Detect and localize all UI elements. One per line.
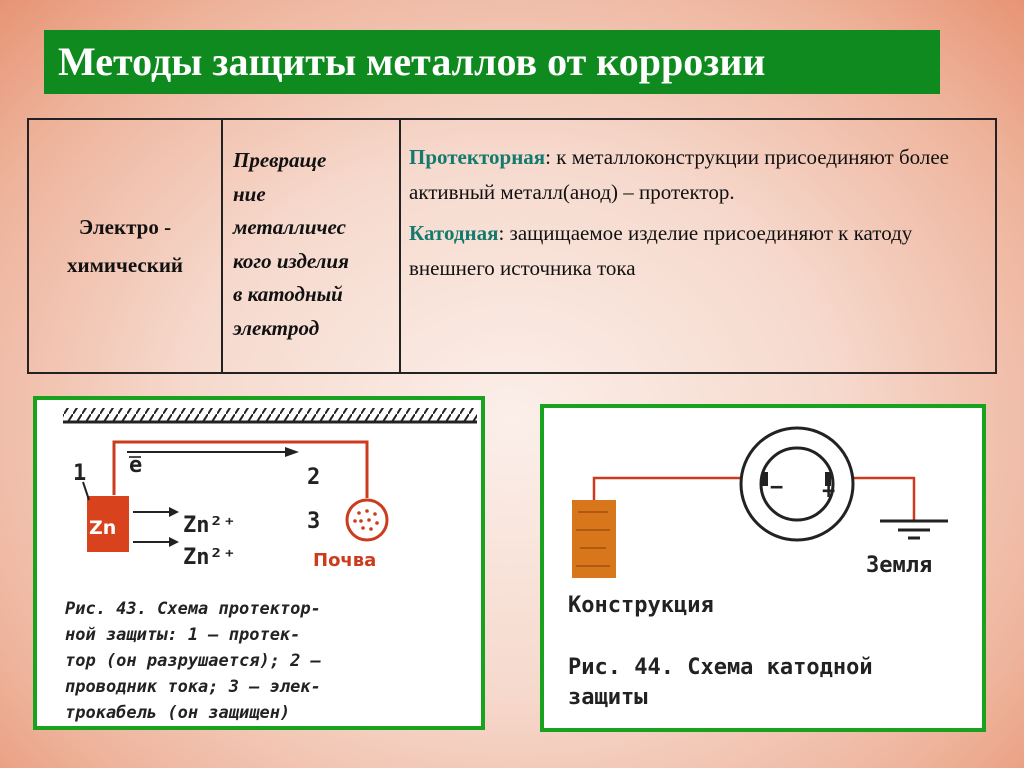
essence-line: металличес: [233, 215, 346, 239]
essence-line: в катодный: [233, 282, 343, 306]
essence-line: Превраще: [233, 148, 327, 172]
ion-arrow-head-2: [169, 537, 179, 547]
protector-description: Протекторная: к металлоконструкции присо…: [409, 140, 995, 210]
electron-arrow-head: [285, 447, 299, 457]
zn-protector-block: [87, 496, 129, 552]
wire-to-ground: [828, 476, 916, 520]
fig43-caption-line: Рис. 43. Схема протектор-: [65, 599, 321, 619]
methods-table: Электро - химический Превраще ние металл…: [27, 118, 997, 374]
figure-43-panel: e Zn 1 Zn²⁺ Zn²⁺ 2 3 Почва Рис. 43. Схем…: [33, 396, 485, 730]
label-3: 3: [307, 509, 320, 534]
label-2: 2: [307, 465, 320, 490]
protector-label: Протекторная: [409, 145, 546, 169]
soil-label: Почва: [313, 550, 376, 571]
fig43-caption-line: тор (он разрушается); 2 —: [65, 651, 322, 671]
fig43-caption-line: ной защиты: 1 — протек-: [65, 625, 300, 645]
method-essence-cell: Превраще ние металличес кого изделия в к…: [223, 120, 401, 372]
pointer-1: [82, 481, 90, 501]
protector-text: : к металлоконструкции присоединяют боле…: [409, 145, 950, 204]
current-conductor: [112, 440, 369, 498]
method-type-cell: Электро - химический: [29, 120, 223, 372]
surface-hatching: [63, 408, 477, 422]
negative-terminal: [762, 472, 768, 486]
ground-label: Земля: [866, 553, 932, 578]
essence-line: электрод: [233, 315, 320, 340]
positive-terminal: [825, 472, 831, 486]
method-description-cell: Протекторная: к металлоконструкции присо…: [401, 120, 995, 372]
cathode-description: Катодная: защищаемое изделие присоединяю…: [409, 216, 995, 286]
protector-diagram: e Zn 1 Zn²⁺ Zn²⁺ 2 3 Почва Рис. 43. Схем…: [63, 408, 477, 723]
wire-to-construction: [592, 476, 766, 500]
construction-texture: [576, 511, 610, 567]
construction-label: Конструкция: [568, 593, 714, 618]
construction-block: [572, 500, 616, 578]
ion-label-2: Zn²⁺: [183, 545, 236, 570]
slide-title: Методы защиты металлов от коррозии: [44, 30, 940, 94]
ion-arrow-head-1: [169, 507, 179, 517]
current-source-inner-ring: [759, 446, 835, 522]
figure-44-panel: − + Земля Конструкция Рис. 44. Схема кат…: [540, 404, 986, 732]
cathode-diagram: − + Земля Конструкция Рис. 44. Схема кат…: [568, 426, 948, 710]
label-1: 1: [73, 461, 86, 486]
zn-label: Zn: [89, 517, 116, 539]
electrocable-circle: [345, 498, 389, 542]
fig44-caption-line: Рис. 44. Схема катодной: [568, 655, 873, 680]
fig43-caption-line: трокабель (он защищен): [65, 703, 290, 723]
electron-label: e: [129, 453, 142, 478]
fig44-caption-line: защиты: [568, 685, 647, 710]
plus-sign: +: [822, 479, 835, 504]
ion-label-1: Zn²⁺: [183, 513, 236, 538]
electrocable-dots: [353, 509, 379, 531]
fig43-caption-line: проводник тока; 3 — элек-: [65, 677, 321, 697]
essence-line: ние: [233, 181, 266, 206]
essence-line: кого изделия: [233, 248, 349, 273]
cathode-label: Катодная: [409, 221, 499, 245]
minus-sign: −: [770, 475, 783, 500]
cathode-text: : защищаемое изделие присоединяют к като…: [409, 221, 913, 280]
method-type-line-1: Электро -: [78, 215, 172, 239]
method-type-line-2: химический: [66, 253, 184, 277]
